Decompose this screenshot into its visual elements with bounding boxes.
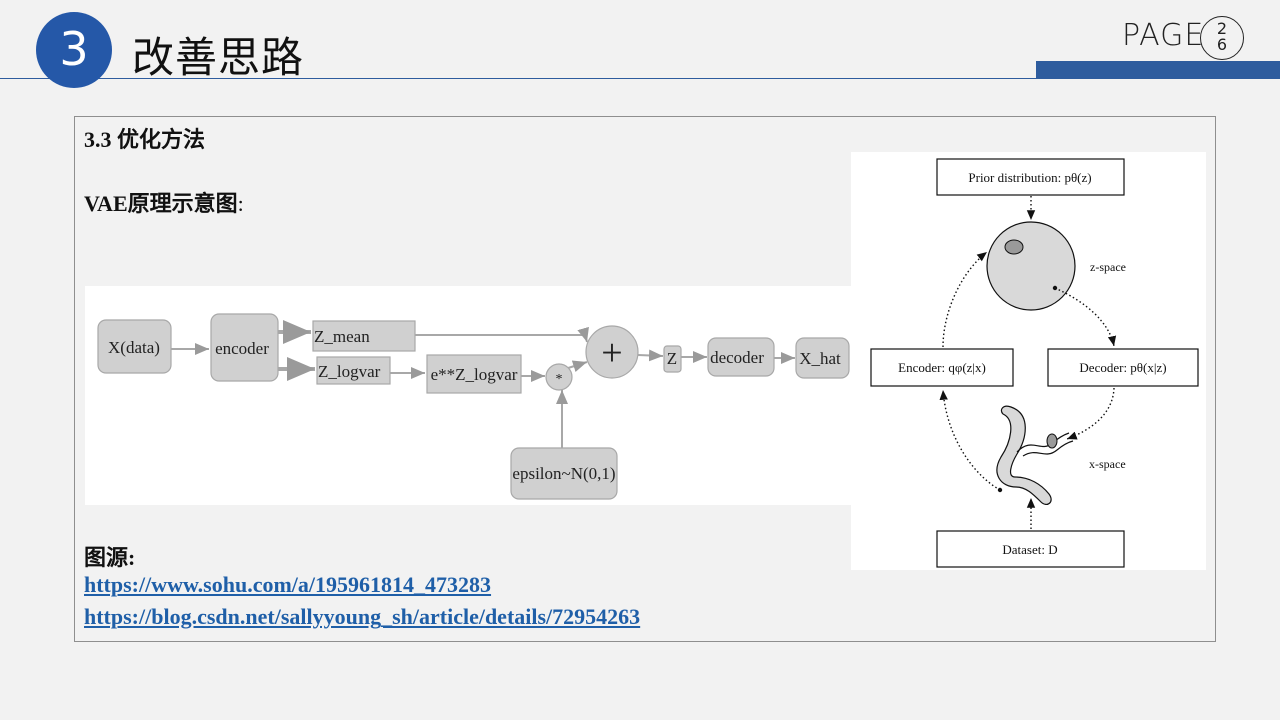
source-link-csdn[interactable]: https://blog.csdn.net/sallyyoung_sh/arti…: [84, 604, 641, 629]
label-z: Z: [667, 349, 677, 368]
label-exp-logvar: e**Z_logvar: [431, 365, 518, 384]
page-number-digit-2: 6: [1216, 35, 1228, 54]
node-x-hat: [795, 337, 850, 379]
source-label: 图源:: [84, 545, 136, 570]
node-z-mean: [312, 320, 416, 352]
diagram-title-text: VAE原理示意图: [84, 191, 238, 216]
decoder-box: [1047, 348, 1199, 387]
diagram-title: VAE原理示意图:: [84, 186, 244, 218]
prior-box: [936, 158, 1125, 196]
node-z: [663, 345, 682, 373]
node-exp-logvar: [426, 354, 522, 394]
label-encoder: encoder: [215, 339, 269, 358]
node-encoder: [210, 313, 279, 382]
label-epsilon: epsilon~N(0,1): [512, 464, 615, 483]
section-number-badge: 3: [36, 12, 112, 88]
z-space-label: z-space: [1090, 260, 1126, 274]
page-label: PAGE: [1122, 18, 1205, 53]
section-subtitle: 3.3 优化方法: [84, 127, 206, 152]
x-space-label: x-space: [1089, 457, 1126, 471]
node-multiply: [545, 363, 573, 391]
node-x-data: [97, 319, 172, 374]
x-space-manifold: [996, 405, 1052, 506]
vae-flow-diagram: X(data) encoder Z_mean Z_logvar e**Z_log…: [85, 286, 851, 505]
label-decoder: decoder: [710, 348, 764, 367]
node-epsilon: [510, 447, 618, 500]
label-z-mean: Z_mean: [314, 327, 370, 346]
header-accent-bar: [1036, 61, 1280, 79]
header-divider: [0, 78, 1036, 79]
label-z-logvar: Z_logvar: [318, 362, 381, 381]
encoder-box: [870, 348, 1014, 387]
diagram-title-colon: :: [237, 191, 244, 216]
decoder-label: Decoder: pθ(x|z): [1079, 360, 1166, 375]
vae-schematic-diagram: Prior distribution: pθ(z) z-space Encode…: [851, 152, 1206, 570]
page-number-badge: 2 6: [1200, 16, 1244, 60]
node-decoder: [707, 337, 775, 377]
prior-label: Prior distribution: pθ(z): [968, 170, 1091, 185]
dataset-label: Dataset: D: [1002, 542, 1057, 557]
label-multiply: *: [556, 372, 563, 387]
node-z-logvar: [316, 356, 391, 385]
dataset-box: [936, 530, 1125, 568]
page-title: 改善思路: [132, 33, 305, 82]
label-plus: +: [601, 332, 622, 374]
z-space-sphere: [986, 221, 1076, 311]
source-link-sohu[interactable]: https://www.sohu.com/a/195961814_473283: [84, 572, 492, 597]
label-x-data: X(data): [108, 338, 160, 357]
node-plus: [585, 325, 639, 379]
encoder-label: Encoder: qφ(z|x): [898, 360, 986, 375]
label-x-hat: X_hat: [799, 349, 841, 368]
page-number-digit-1: 2: [1216, 19, 1228, 38]
